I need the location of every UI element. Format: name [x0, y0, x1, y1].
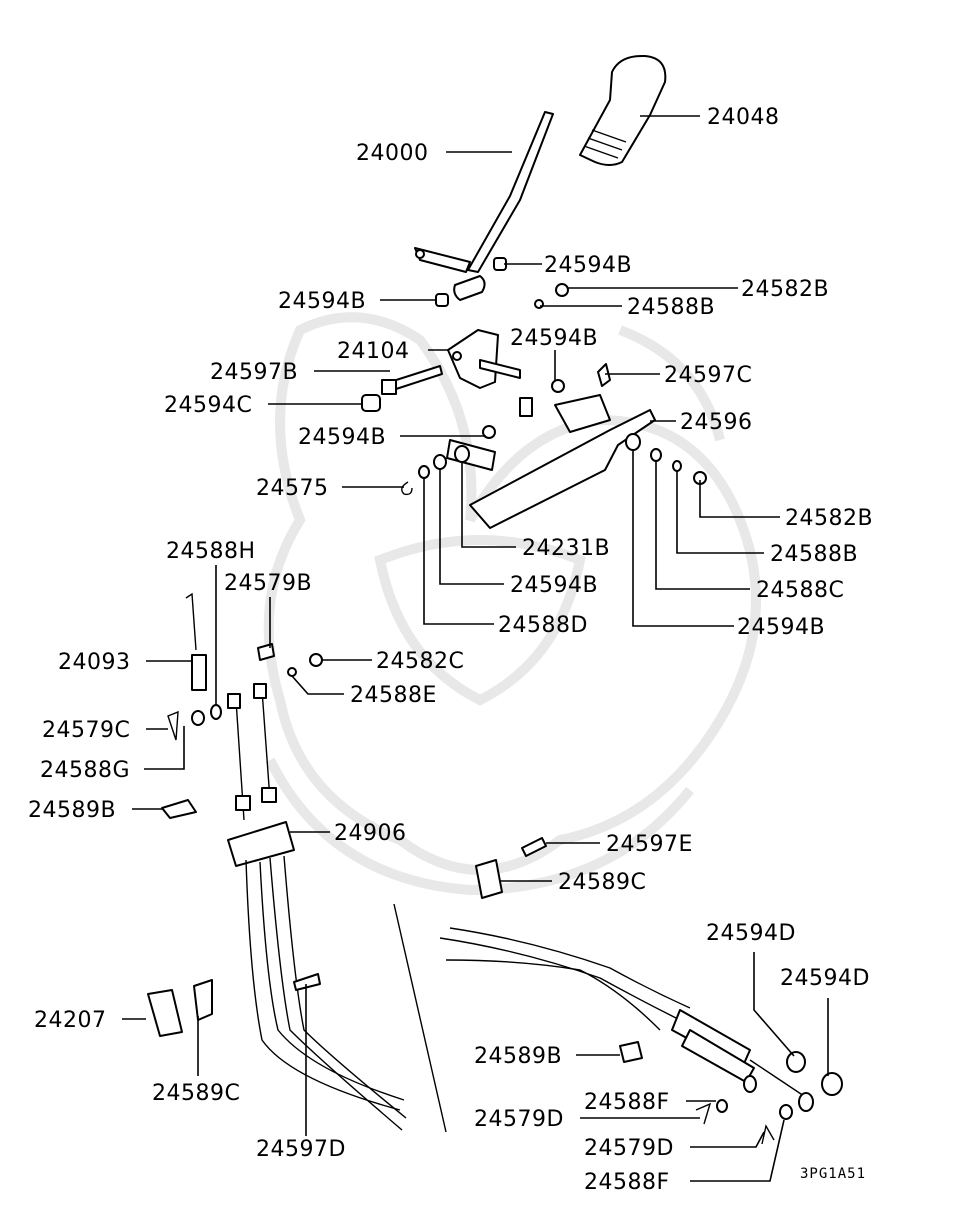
part-label: 24575	[256, 476, 329, 501]
part-label: 24588B	[627, 295, 715, 320]
part-label: 24588D	[498, 613, 588, 638]
lever-bracket	[447, 329, 521, 389]
watermark-emblem	[263, 312, 761, 896]
part-label: 24048	[707, 105, 780, 130]
shift-lever	[414, 111, 554, 301]
bushing	[435, 293, 449, 307]
cable-end-right	[439, 927, 814, 1112]
washers	[418, 433, 707, 485]
bushing	[821, 1072, 843, 1096]
part-label: 24597E	[606, 832, 693, 857]
washer	[210, 704, 222, 720]
part-label: 24231B	[522, 536, 610, 561]
divider-line	[393, 903, 447, 1133]
part-label: 24207	[34, 1008, 107, 1033]
part-label: 24589B	[28, 798, 116, 823]
clip	[401, 481, 413, 496]
screw	[597, 363, 611, 387]
clip	[167, 710, 179, 741]
clip	[761, 1124, 775, 1145]
part-label: 24582B	[785, 506, 873, 531]
diagram-code: 3PG1A51	[800, 1166, 866, 1182]
part-label: 24596	[680, 410, 753, 435]
part-label: 24594B	[510, 326, 598, 351]
clip	[695, 1102, 712, 1125]
part-label: 24589C	[558, 870, 646, 895]
clip	[619, 1041, 643, 1063]
part-label: 24093	[58, 650, 131, 675]
part-label: 24579B	[224, 571, 312, 596]
part-label: 24589C	[152, 1081, 240, 1106]
part-label: 24588H	[166, 539, 256, 564]
bracket	[147, 989, 183, 1037]
leader-lines	[122, 115, 829, 1182]
part-label: 24588F	[584, 1090, 670, 1115]
bolt	[293, 973, 321, 991]
bolt	[381, 365, 443, 395]
part-label: 24588B	[770, 542, 858, 567]
bracket	[475, 859, 503, 899]
part-label: 24000	[356, 141, 429, 166]
part-label: 24104	[337, 339, 410, 364]
washer	[191, 710, 205, 726]
part-label: 24597C	[664, 363, 752, 388]
part-label: 24579D	[474, 1107, 564, 1132]
part-label: 24597B	[210, 360, 298, 385]
washer	[779, 1104, 793, 1120]
part-label: 24594B	[544, 253, 632, 278]
pin	[257, 643, 275, 661]
bolt	[521, 837, 547, 857]
part-label: 24589B	[474, 1044, 562, 1069]
nut	[309, 653, 323, 667]
part-label: 24594B	[298, 425, 386, 450]
part-label: 24588E	[350, 683, 437, 708]
part-label: 24588G	[40, 758, 130, 783]
shift-cable-assembly	[227, 683, 407, 1131]
base-plate	[446, 394, 656, 529]
part-label: 24594B	[510, 573, 598, 598]
shift-knob	[579, 54, 667, 166]
part-label: 24579D	[584, 1136, 674, 1161]
nut	[555, 283, 569, 297]
part-label: 24594D	[780, 966, 870, 991]
washer	[287, 667, 297, 677]
part-label: 24588F	[584, 1170, 670, 1195]
part-label: 24582B	[741, 277, 829, 302]
part-label: 24588C	[756, 578, 844, 603]
part-label: 24594B	[737, 615, 825, 640]
clip	[161, 799, 197, 819]
part-label: 24597D	[256, 1137, 346, 1162]
part-label: 24594B	[278, 289, 366, 314]
part-label: 24906	[334, 821, 407, 846]
washer	[716, 1099, 728, 1113]
part-label: 24582C	[376, 649, 464, 674]
part-label: 24594D	[706, 921, 796, 946]
bushing	[551, 379, 565, 393]
return-spring	[185, 592, 207, 691]
part-label: 24579C	[42, 718, 130, 743]
nut	[361, 394, 381, 412]
part-label: 24594C	[164, 393, 252, 418]
bushing	[482, 425, 496, 439]
bracket	[193, 979, 213, 1021]
part-labels: 24048 24000 24594B 24582B 24594B 24588B …	[28, 105, 873, 1195]
bushing	[786, 1051, 806, 1073]
